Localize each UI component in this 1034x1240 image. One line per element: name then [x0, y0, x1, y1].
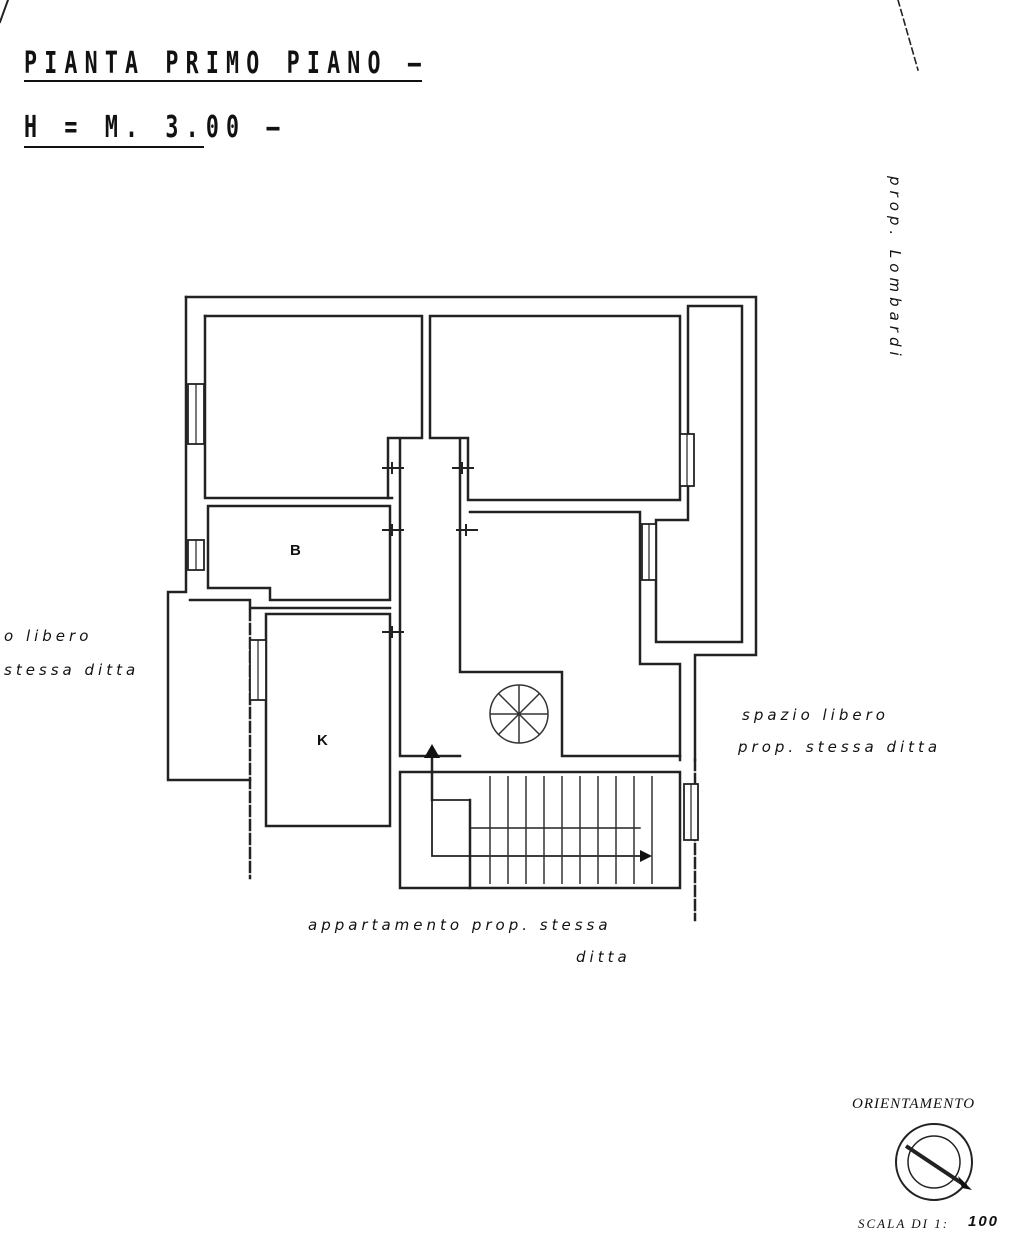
left-note-2: stessa ditta: [4, 661, 140, 679]
room-label-k: K: [317, 732, 328, 749]
plan-title: PIANTA PRIMO PIANO —: [24, 46, 429, 81]
height-label: H = M. 3.00 —: [24, 110, 287, 145]
stair-arrowhead-up: [424, 744, 440, 758]
room-label-b: B: [290, 542, 301, 559]
wall-room1-right: [203, 314, 424, 500]
wall-living: [468, 510, 682, 762]
wall-room1: [203, 314, 394, 500]
wall-corridor-left: [398, 438, 462, 758]
compass-arrowhead: [958, 1176, 972, 1190]
right-note-2: prop. stessa ditta: [738, 738, 942, 756]
left-note-1: o libero: [4, 627, 93, 645]
title-underline: [24, 80, 422, 82]
wall-room2: [428, 314, 682, 502]
wall-corridor-right: [458, 438, 682, 758]
property-boundary-line: [897, 0, 919, 71]
outer-wall-left: [166, 295, 252, 782]
bottom-note-1: appartamento prop. stessa: [308, 916, 612, 934]
wall-bath-bottom: [188, 598, 392, 610]
height-underline: [24, 146, 204, 148]
stair-arrow-path: [431, 799, 641, 857]
scale-value: 100: [968, 1213, 1000, 1230]
outer-wall: [184, 295, 758, 762]
corner-mark: [0, 0, 10, 24]
wall-bath: [206, 504, 392, 602]
spiral-stair-icon: [489, 684, 549, 744]
scale-prefix: SCALA DI 1:: [858, 1216, 950, 1231]
stair-arrowhead-right: [640, 850, 652, 862]
stair-treads: [489, 776, 653, 884]
wall-kitchen: [264, 612, 392, 828]
compass-icon: [895, 1123, 973, 1201]
stair-outline: [398, 770, 682, 890]
right-note-1: spazio libero: [742, 706, 889, 724]
orientation-label: ORIENTAMENTO: [852, 1096, 976, 1112]
bottom-note-2: ditta: [576, 948, 631, 966]
wall-room3: [654, 304, 744, 644]
